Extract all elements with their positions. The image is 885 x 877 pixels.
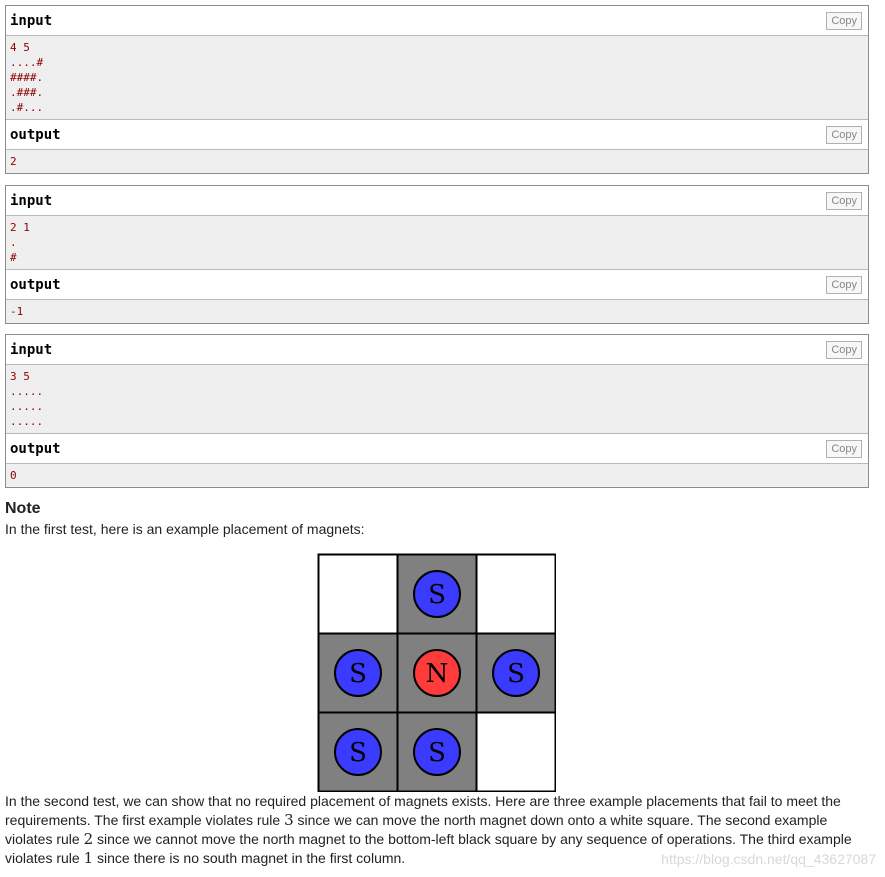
output-title: output: [10, 277, 61, 293]
note-text: since there is no south magnet in the fi…: [93, 850, 406, 866]
rule-number: 1: [83, 849, 94, 867]
input-line: 2 1: [10, 221, 30, 234]
output-line: 2: [10, 155, 17, 168]
input-content: 4 5 ....# ####. .###. .#...: [6, 36, 868, 119]
magnet-label: S: [349, 659, 367, 689]
output-title: output: [10, 127, 61, 143]
rule-number: 3: [284, 811, 294, 829]
south-magnet: [413, 728, 461, 776]
sample-test-1: input Copy 4 5 ....# ####. .###. .#... outpu…: [5, 5, 869, 174]
input-line: .....: [10, 400, 44, 413]
grid-cell-white: [475, 553, 556, 635]
note-intro: In the first test, here is an example pl…: [5, 521, 365, 537]
grid-cell-white: [317, 553, 399, 635]
south-magnet: [334, 728, 382, 776]
output-header: output Copy: [6, 119, 868, 150]
magnet-label: N: [426, 659, 449, 689]
input-line: .....: [10, 385, 44, 398]
note-text: since we can move the north magnet down …: [5, 812, 828, 847]
copy-button[interactable]: Copy: [826, 341, 862, 359]
copy-button[interactable]: Copy: [826, 276, 862, 294]
south-magnet: [492, 649, 540, 697]
output-line: -1: [10, 305, 24, 318]
note-text: since we cannot move the north magnet to…: [5, 831, 852, 866]
input-content: 3 5...............: [6, 365, 868, 433]
rule-number: 2: [83, 830, 94, 848]
copy-button[interactable]: Copy: [826, 126, 862, 144]
north-magnet: [413, 649, 461, 697]
output-line: 0: [10, 469, 17, 482]
note-paragraph: In the second test, we can show that no …: [5, 792, 867, 868]
copy-button[interactable]: Copy: [826, 192, 862, 210]
output-header: output Copy: [6, 269, 868, 300]
output-content: 0: [6, 464, 868, 487]
input-header: input Copy: [6, 6, 868, 36]
input-line: .: [10, 236, 17, 249]
input-line: .###.: [10, 86, 44, 99]
magnet-label: S: [428, 738, 446, 768]
south-magnet: [413, 570, 461, 618]
output-title: output: [10, 441, 61, 457]
magnet-label: S: [507, 659, 525, 689]
note-text: In the second test, we can show that no …: [5, 793, 841, 828]
output-content: -1: [6, 300, 868, 323]
input-title: input: [10, 193, 53, 209]
input-title: input: [10, 342, 53, 358]
note-title: Note: [5, 500, 41, 517]
input-content: 2 1. #: [6, 216, 868, 269]
grid-cell-white: [475, 711, 556, 792]
magnet-placement-figure: S S N S S S: [317, 553, 556, 792]
sample-test-2: input Copy 2 1. # output Copy -1: [5, 185, 869, 324]
output-header: output Copy: [6, 433, 868, 464]
input-title: input: [10, 13, 53, 29]
input-line: 4 5: [10, 41, 30, 54]
input-line: .#...: [10, 101, 44, 114]
copy-button[interactable]: Copy: [826, 440, 862, 458]
input-header: input Copy: [6, 186, 868, 216]
output-content: 2: [6, 150, 868, 173]
input-line: ....#: [10, 56, 44, 69]
copy-button[interactable]: Copy: [826, 12, 862, 30]
magnet-label: S: [428, 580, 446, 610]
south-magnet: [334, 649, 382, 697]
magnet-label: S: [349, 738, 367, 768]
input-header: input Copy: [6, 335, 868, 365]
input-line: #: [10, 251, 17, 264]
watermark: https://blog.csdn.net/qq_43627087: [661, 851, 876, 867]
sample-test-3: input Copy 3 5............... output Cop…: [5, 334, 869, 488]
input-line: 3 5: [10, 370, 30, 383]
input-line: ####.: [10, 71, 44, 84]
input-line: .....: [10, 415, 44, 428]
